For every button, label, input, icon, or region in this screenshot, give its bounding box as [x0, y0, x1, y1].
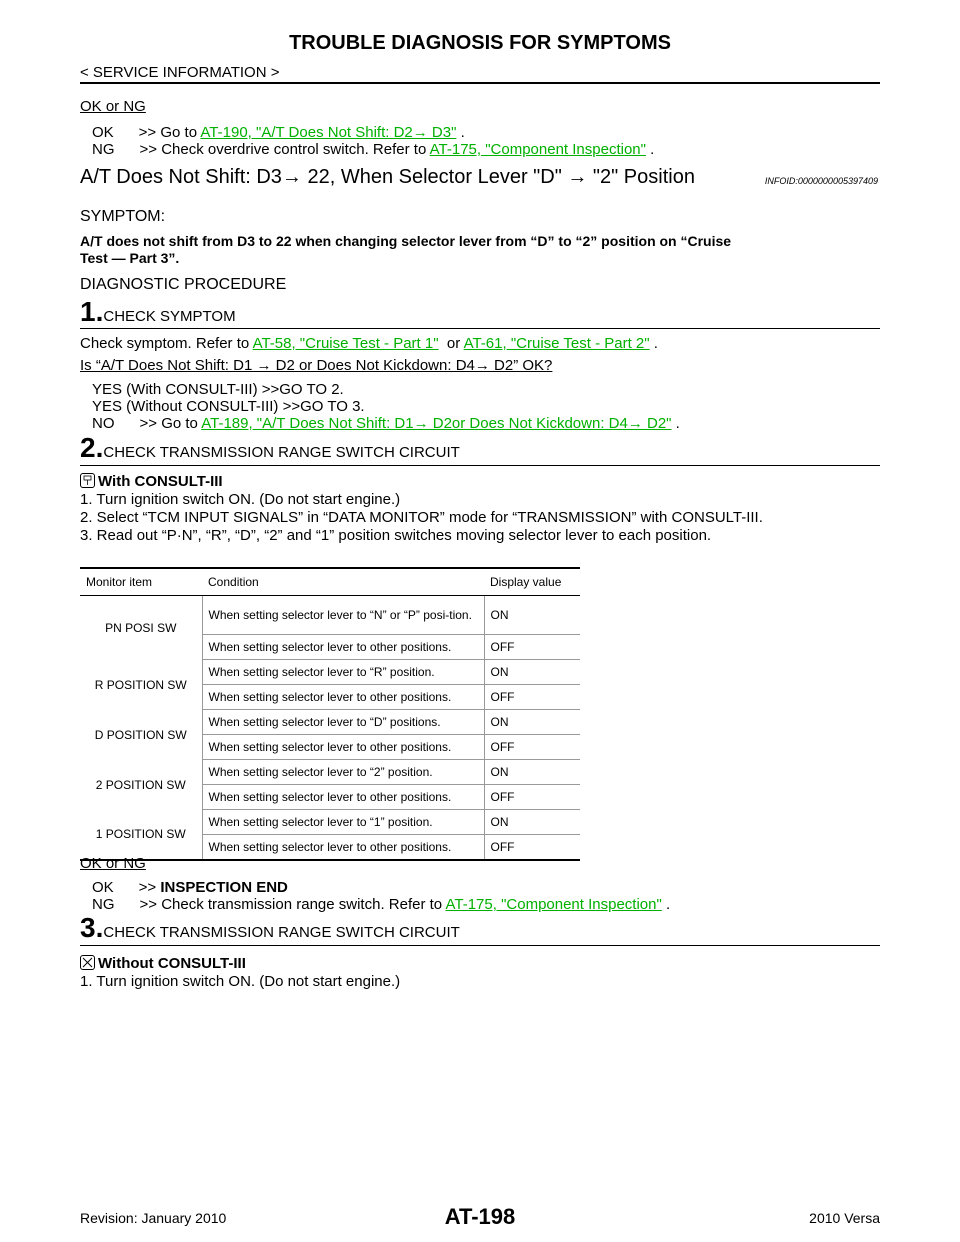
step1-yes2: YES (Without CONSULT-III) >>GO TO 3.	[92, 398, 365, 415]
table-header-display-value: Display value	[484, 567, 580, 596]
table-row-value: OFF	[484, 734, 580, 760]
table-row-value: ON	[484, 709, 580, 735]
okng1-heading: OK or NG	[80, 98, 146, 115]
step2-number: 2.	[80, 432, 104, 463]
table-header-condition: Condition	[202, 567, 484, 596]
header-rule	[80, 82, 880, 84]
okng2-ok-line: OK >> INSPECTION END	[92, 879, 288, 896]
section-title: A/T Does Not Shift: D3→ 22, When Selecto…	[80, 166, 695, 188]
step1-no-line: NO >> Go to AT-189, "A/T Does Not Shift:…	[92, 415, 680, 432]
okng1-ok-link[interactable]: AT-190, "A/T Does Not Shift: D2→ D3"	[200, 124, 457, 141]
page-header-subtitle: < SERVICE INFORMATION >	[80, 64, 280, 81]
table-row-item: R POSITION SW	[80, 659, 203, 710]
cruise-test-part1-link[interactable]: AT-58, "Cruise Test - Part 1"	[252, 335, 439, 352]
okng1-ng-link[interactable]: AT-175, "Component Inspection"	[429, 141, 646, 158]
table-row-value: ON	[484, 595, 580, 635]
table-row-value: OFF	[484, 684, 580, 710]
diagnostic-procedure-heading: DIAGNOSTIC PROCEDURE	[80, 276, 287, 293]
footer-model: 2010 Versa	[809, 1210, 880, 1226]
step1-question: Is “A/T Does Not Shift: D1 → D2 or Does …	[80, 357, 553, 374]
symptom-heading: SYMPTOM:	[80, 208, 166, 225]
step1-rule	[80, 328, 880, 329]
table-row-condition: When setting selector lever to “1” posit…	[202, 809, 485, 835]
step1-no-link[interactable]: AT-189, "A/T Does Not Shift: D1→ D2or Do…	[201, 415, 672, 432]
table-row-condition: When setting selector lever to other pos…	[202, 734, 485, 760]
without-consult-line: Without CONSULT-III	[80, 955, 246, 973]
step3-number: 3.	[80, 912, 104, 943]
step1-number: 1.	[80, 296, 104, 327]
step3-label: CHECK TRANSMISSION RANGE SWITCH CIRCUIT	[103, 924, 460, 941]
table-row-value: ON	[484, 759, 580, 785]
step3-header: 3.CHECK TRANSMISSION RANGE SWITCH CIRCUI…	[80, 912, 460, 944]
step3-rule	[80, 945, 880, 946]
step1-label: CHECK SYMPTOM	[103, 308, 236, 325]
step1-yes1: YES (With CONSULT-III) >>GO TO 2.	[92, 381, 344, 398]
page-header-title: TROUBLE DIAGNOSIS FOR SYMPTOMS	[289, 32, 671, 54]
inspection-end-label: INSPECTION END	[160, 879, 288, 896]
okng2-heading: OK or NG	[80, 855, 146, 872]
table-row-value: ON	[484, 809, 580, 835]
okng1-ok-line: OK >> Go to AT-190, "A/T Does Not Shift:…	[92, 124, 465, 141]
table-row-condition: When setting selector lever to other pos…	[202, 834, 485, 861]
table-row-item: 2 POSITION SW	[80, 759, 203, 810]
table-row-value: OFF	[484, 634, 580, 660]
cruise-test-part2-link[interactable]: AT-61, "Cruise Test - Part 2"	[463, 335, 650, 352]
table-row-item: 1 POSITION SW	[80, 809, 203, 861]
step1-header: 1.CHECK SYMPTOM	[80, 296, 236, 328]
step2-label: CHECK TRANSMISSION RANGE SWITCH CIRCUIT	[103, 444, 460, 461]
info-id: INFOID:0000000005397409	[764, 176, 878, 186]
with-consult-line: With CONSULT-III	[80, 473, 223, 491]
table-row-value: OFF	[484, 784, 580, 810]
no-consult-icon	[80, 955, 95, 970]
step2-item-3: 3. Read out “P·N”, “R”, “D”, “2” and “1”…	[80, 527, 712, 544]
table-row-value: OFF	[484, 834, 580, 861]
consult-tool-icon	[80, 473, 95, 488]
table-row-condition: When setting selector lever to “2” posit…	[202, 759, 485, 785]
table-row-condition: When setting selector lever to “R” posit…	[202, 659, 485, 685]
step1-check-line: Check symptom. Refer to AT-58, "Cruise T…	[80, 335, 658, 352]
table-row-condition: When setting selector lever to other pos…	[202, 684, 485, 710]
table-row-condition: When setting selector lever to other pos…	[202, 634, 485, 660]
table-row-item: D POSITION SW	[80, 709, 203, 760]
footer-revision: Revision: January 2010	[80, 1210, 227, 1226]
table-row-condition: When setting selector lever to “N” or “P…	[202, 595, 485, 635]
table-row-condition: When setting selector lever to other pos…	[202, 784, 485, 810]
okng2-ng-line: NG >> Check transmission range switch. R…	[92, 896, 671, 913]
symptom-text-1: A/T does not shift from D3 to 22 when ch…	[80, 233, 732, 249]
table-row-item: PN POSI SW	[80, 595, 203, 660]
monitor-table: Monitor item Condition Display value PN …	[80, 567, 580, 861]
step2-rule	[80, 465, 880, 466]
step2-header: 2.CHECK TRANSMISSION RANGE SWITCH CIRCUI…	[80, 432, 460, 464]
symptom-text-2: Test — Part 3”.	[80, 250, 180, 266]
footer-page-number: AT-198	[444, 1204, 516, 1229]
table-row-value: ON	[484, 659, 580, 685]
okng2-ng-link[interactable]: AT-175, "Component Inspection"	[445, 896, 662, 913]
step2-item-2: 2. Select “TCM INPUT SIGNALS” in “DATA M…	[80, 509, 763, 526]
step3-item-1: 1. Turn ignition switch ON. (Do not star…	[80, 973, 401, 990]
step2-item-1: 1. Turn ignition switch ON. (Do not star…	[80, 491, 401, 508]
okng1-ng-line: NG >> Check overdrive control switch. Re…	[92, 141, 655, 158]
table-header-monitor-item: Monitor item	[80, 567, 202, 596]
table-row-condition: When setting selector lever to “D” posit…	[202, 709, 485, 735]
